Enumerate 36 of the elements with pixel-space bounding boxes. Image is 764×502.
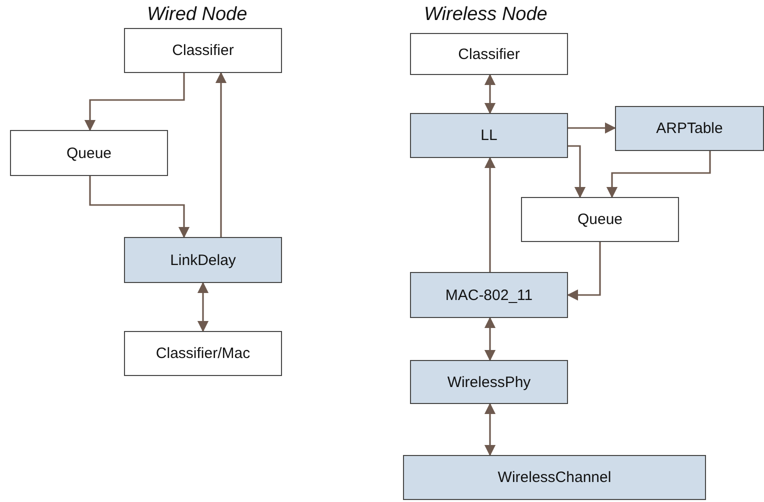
node-label: WirelessChannel — [498, 469, 612, 486]
arrow — [484, 156, 496, 272]
arrow — [197, 282, 209, 332]
process-box — [124, 331, 282, 376]
process-box — [10, 130, 168, 176]
arrow — [566, 242, 601, 301]
arrow — [484, 316, 496, 362]
arrow — [484, 402, 496, 456]
arrow — [484, 74, 496, 114]
process-box — [410, 113, 568, 158]
node-label: MAC-802_11 — [445, 286, 533, 304]
section-heading: Wireless Node — [424, 4, 548, 26]
process-box — [615, 106, 764, 151]
process-box — [521, 197, 679, 242]
node-label: LinkDelay — [170, 252, 236, 268]
arrow — [215, 72, 227, 237]
process-box — [410, 360, 568, 404]
node-label: Queue — [577, 211, 623, 228]
node-label: Classifier — [458, 46, 520, 62]
node-label: Classifier — [172, 42, 234, 59]
process-box — [124, 28, 282, 73]
process-box — [410, 33, 568, 75]
node-label: ARPTable — [656, 120, 723, 137]
node-label: WirelessPhy — [447, 374, 531, 390]
arrow — [568, 122, 616, 134]
process-box — [410, 272, 568, 318]
process-box — [124, 237, 282, 283]
arrow — [89, 176, 190, 238]
node-label: LL — [480, 127, 498, 144]
arrow — [568, 145, 586, 198]
process-box — [403, 455, 706, 500]
node-label: Queue — [66, 144, 112, 162]
node-label: Classifier/Mac — [156, 345, 250, 362]
arrow — [84, 73, 185, 132]
arrow — [606, 151, 711, 198]
section-heading: Wired Node — [147, 4, 248, 26]
